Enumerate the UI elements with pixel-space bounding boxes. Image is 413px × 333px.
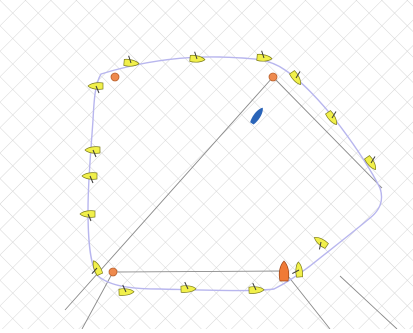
mark-bottom-left[interactable] [109, 268, 117, 276]
mark-top-right[interactable] [269, 73, 277, 81]
mark-top-left[interactable] [111, 73, 119, 81]
